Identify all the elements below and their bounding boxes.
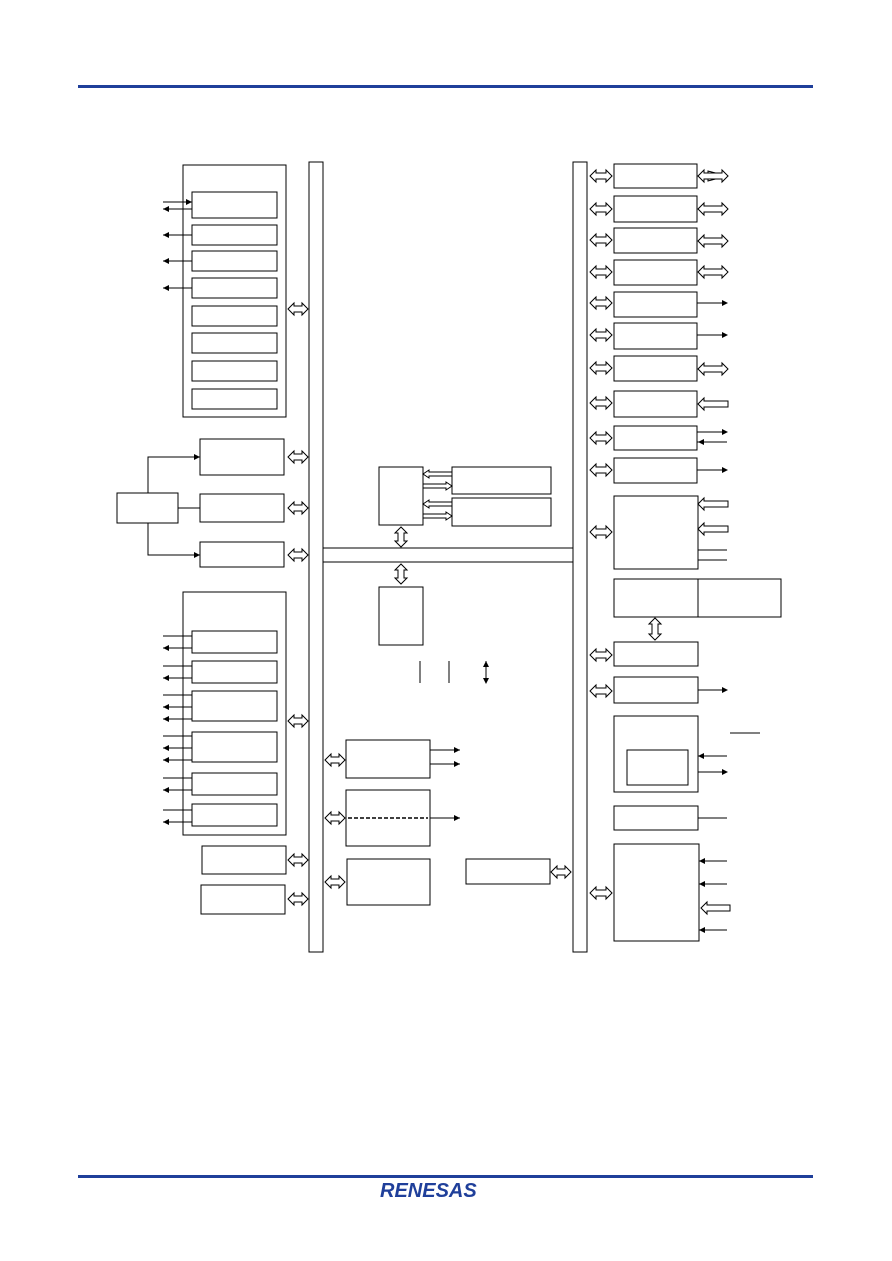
lower-left-signals [163,635,192,823]
right-block-12 [613,578,699,618]
lower-left-block-1 [191,630,278,654]
right-block-1 [613,163,698,189]
center-tick-lines [419,661,487,683]
top-left-signals [163,201,192,289]
bus-arrows [287,168,731,916]
lower-center-signals [430,749,460,819]
right-block-16 [613,805,699,831]
clock-fanout [147,456,200,556]
right-block-12-ext [697,578,782,618]
lower-center-block-3 [346,858,431,906]
right-block-17 [613,843,700,942]
center-side-block-1 [451,466,552,495]
top-left-block-5 [191,305,278,327]
footer-rule [78,1175,813,1178]
bottom-left-block-1 [201,845,287,875]
left-bus [308,161,324,953]
clock-block [116,492,179,524]
center-core-block [378,466,424,526]
top-left-block-2 [191,224,278,246]
right-block-15-inner [626,749,689,786]
top-left-block-1 [191,191,278,219]
right-block-11 [613,495,699,570]
mid-left-block-1 [199,438,285,476]
top-left-block-4 [191,277,278,299]
top-left-block-3 [191,250,278,272]
header-rule [78,85,813,88]
memory-block [378,586,424,646]
signal-arrowheads [163,199,728,933]
right-block-9 [613,425,698,451]
mid-left-block-3 [199,541,285,568]
right-block-8 [613,390,698,418]
right-bus [572,161,588,953]
right-block-4 [613,259,698,286]
lower-left-block-2 [191,660,278,684]
lower-left-block-5 [191,772,278,796]
lower-left-block-6 [191,803,278,827]
right-block-6 [613,322,698,350]
center-side-block-2 [451,497,552,527]
lower-left-block-3 [191,690,278,722]
right-block-7 [613,355,698,382]
lower-left-block-4 [191,731,278,763]
top-left-block-6 [191,332,278,354]
mid-left-block-2 [199,493,285,523]
lower-left-group [182,591,287,836]
core-links [423,473,452,517]
right-block-13 [613,641,699,667]
right-block-10 [613,457,698,484]
right-block-3 [613,227,698,254]
lower-center-block-1 [345,739,431,779]
right-block-5 [613,291,698,318]
top-left-group [182,164,287,418]
renesas-logo: RENESAS [380,1180,477,1202]
top-left-block-8 [191,388,278,410]
right-block-14 [613,676,699,704]
lower-center-block-4 [465,858,551,885]
top-left-block-7 [191,360,278,382]
bottom-left-block-2 [200,884,286,915]
right-block-2 [613,195,698,223]
